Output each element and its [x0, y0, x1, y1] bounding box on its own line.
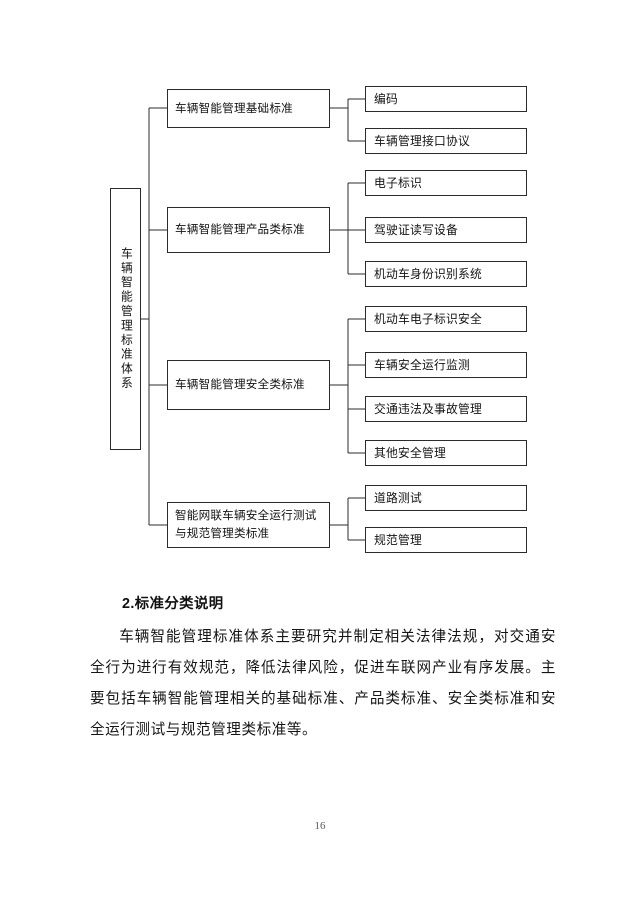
diagram-leaf-node-other-safety: 其他安全管理	[365, 440, 527, 466]
diagram-branch-node-safety: 车辆智能管理安全类标准	[167, 360, 330, 410]
section-heading: 2.标准分类说明	[122, 596, 224, 612]
diagram-leaf-node-operation-monitoring: 车辆安全运行监测	[365, 352, 527, 378]
diagram-leaf-node-electronic-id-security: 机动车电子标识安全	[365, 306, 527, 332]
diagram-leaf-node-license-reader: 驾驶证读写设备	[365, 217, 527, 243]
diagram-leaf-node-regulation-management: 规范管理	[365, 527, 527, 553]
standards-system-diagram: 车辆智能管理标准体系 车辆智能管理基础标准 车辆智能管理产品类标准 车辆智能管理…	[110, 86, 527, 553]
diagram-leaf-node-electronic-id: 电子标识	[365, 170, 527, 196]
diagram-leaf-node-vehicle-identity-system: 机动车身份识别系统	[365, 261, 527, 287]
diagram-leaf-node-interface-protocol: 车辆管理接口协议	[365, 128, 527, 154]
diagram-branch-node-basic: 车辆智能管理基础标准	[167, 89, 330, 128]
diagram-root-node: 车辆智能管理标准体系	[110, 188, 141, 450]
diagram-connectors	[141, 98, 365, 541]
page-number: 16	[314, 820, 326, 832]
diagram-branch-node-product: 车辆智能管理产品类标准	[167, 207, 330, 253]
diagram-leaf-node-road-test: 道路测试	[365, 485, 527, 511]
diagram-branch-node-connected-vehicle: 智能网联车辆安全运行测试与规范管理类标准	[167, 502, 330, 548]
diagram-leaf-node-violation-accident: 交通违法及事故管理	[365, 396, 527, 422]
diagram-leaf-node-coding: 编码	[365, 86, 527, 112]
section-paragraph: 车辆智能管理标准体系主要研究并制定相关法律法规，对交通安全行为进行有效规范，降低…	[90, 629, 556, 738]
